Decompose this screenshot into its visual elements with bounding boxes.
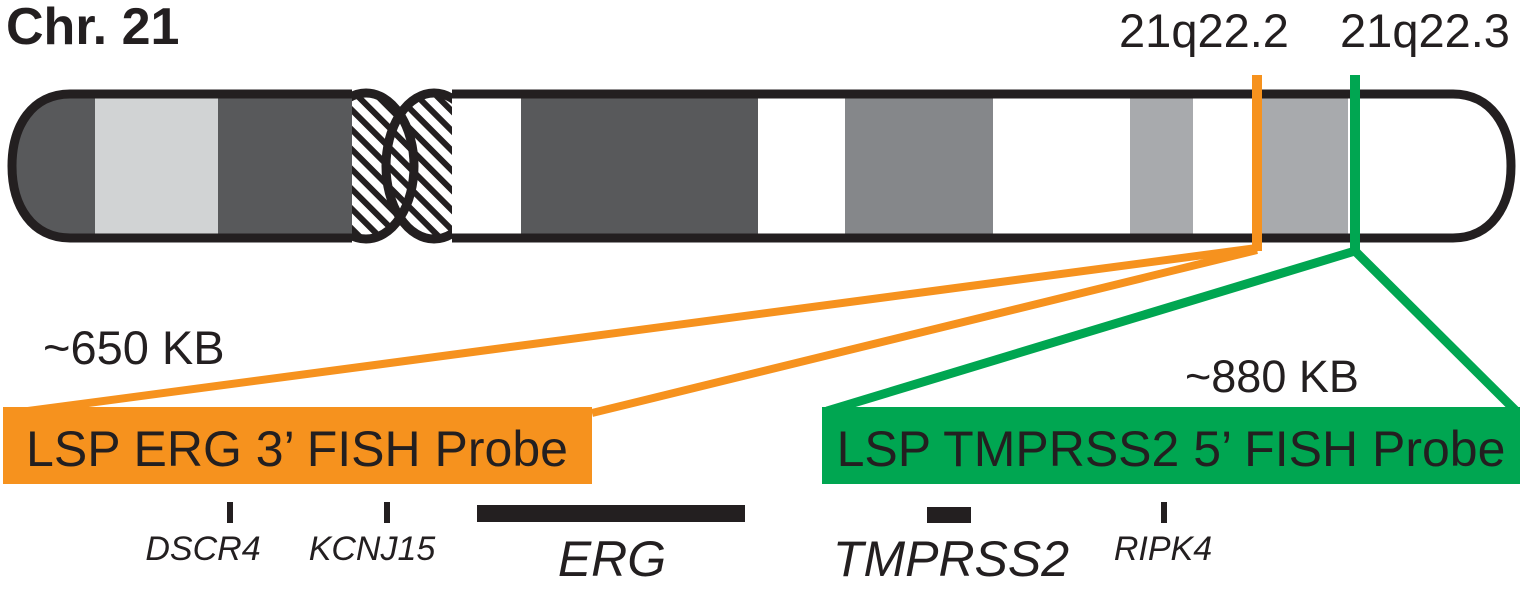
kcnj15-gene-label: KCNJ15 bbox=[309, 530, 436, 568]
q-arm bbox=[452, 89, 1516, 243]
erg-fan-line-right bbox=[591, 246, 1258, 417]
tmprss2-gene-label: TMPRSS2 bbox=[833, 531, 1069, 587]
tmprss2-probe-size-label: ~880 KB bbox=[1185, 351, 1359, 402]
dscr4-gene-label: DSCR4 bbox=[145, 530, 260, 568]
tmprss2-fan-line-left bbox=[825, 246, 1357, 416]
gene-markers: DSCR4 KCNJ15 ERG TMPRSS2 RIPK4 bbox=[145, 502, 1212, 587]
q-arm-soft-band-2 bbox=[1262, 94, 1348, 238]
chromosome-21-ideogram bbox=[7, 88, 1516, 244]
p-arm-light-band bbox=[95, 94, 218, 238]
figure-title: Chr. 21 bbox=[6, 0, 179, 56]
tmprss2-probe-label: LSP TMPRSS2 5’ FISH Probe bbox=[837, 421, 1506, 477]
tmprss2-fan-line-right bbox=[1351, 247, 1520, 415]
q-arm-dark-band bbox=[521, 94, 758, 238]
dscr4-tick bbox=[227, 502, 233, 523]
kcnj15-tick bbox=[384, 502, 390, 523]
tmprss2-probe-callout: ~880 KB LSP TMPRSS2 5’ FISH Probe bbox=[822, 75, 1520, 484]
ripk4-tick bbox=[1161, 502, 1167, 523]
erg-probe-box bbox=[3, 407, 592, 484]
erg-probe-size-label: ~650 KB bbox=[43, 321, 225, 374]
erg-probe-callout: ~650 KB LSP ERG 3’ FISH Probe bbox=[3, 75, 1262, 484]
erg-gene-bar bbox=[477, 505, 745, 522]
ripk4-gene-label: RIPK4 bbox=[1114, 530, 1212, 568]
p-arm bbox=[7, 89, 352, 243]
erg-gene-label: ERG bbox=[558, 531, 666, 587]
erg-fan-line-left bbox=[27, 244, 1258, 415]
tmprss2-gene-bar bbox=[927, 507, 971, 523]
band-label-21q22-2: 21q22.2 bbox=[1119, 4, 1289, 57]
q-arm-soft-band-1 bbox=[1130, 94, 1193, 238]
q-arm-mid-band bbox=[845, 94, 993, 238]
band-label-21q22-3: 21q22.3 bbox=[1340, 4, 1510, 57]
tmprss2-probe-box bbox=[822, 407, 1520, 484]
erg-probe-label: LSP ERG 3’ FISH Probe bbox=[26, 421, 568, 477]
